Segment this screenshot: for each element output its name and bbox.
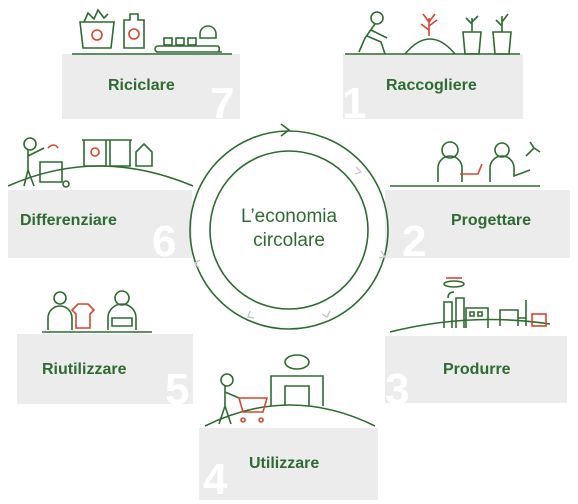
shopping-cart-icon [205, 354, 375, 427]
recycling-conveyor-icon [72, 8, 232, 55]
step-label-4: Utilizzare [249, 455, 320, 472]
designers-icon [390, 141, 541, 187]
step-label-3: Produrre [443, 361, 511, 378]
step-number-2: 2 [402, 217, 427, 266]
inner-cycle-ring [209, 150, 369, 310]
diagram-title: L’economia circolare [208, 205, 370, 253]
step-box-2 [385, 190, 570, 258]
planting-icon [345, 11, 520, 55]
step-label-2: Progettare [451, 212, 532, 229]
step-number-4: 4 [203, 455, 228, 504]
step-label-7: Riciclare [108, 77, 175, 94]
cycle-arrowhead-icon [280, 123, 291, 137]
step-box-6 [8, 190, 192, 258]
diagram-title-line1: L’economia [240, 206, 338, 227]
step-number-6: 6 [152, 217, 177, 266]
step-number-5: 5 [165, 365, 190, 414]
step-number-7: 7 [210, 79, 235, 128]
step-label-5: Riutilizzare [42, 361, 127, 378]
step-box-7 [62, 54, 240, 119]
clothes-exchange-icon [42, 290, 152, 333]
diagram-title-line2: circolare [253, 230, 325, 251]
step-label-1: Raccogliere [386, 77, 477, 94]
factory-icon [390, 277, 551, 333]
step-box-5 [17, 334, 193, 404]
step-box-1 [343, 54, 523, 119]
step-label-6: Differenziare [20, 212, 117, 229]
step-number-3: 3 [385, 365, 410, 414]
step-number-1: 1 [342, 79, 367, 128]
waste-bins-icon [8, 137, 193, 188]
step-box-3 [385, 336, 567, 403]
direction-chevrons [193, 166, 387, 319]
step-box-4 [199, 428, 378, 500]
